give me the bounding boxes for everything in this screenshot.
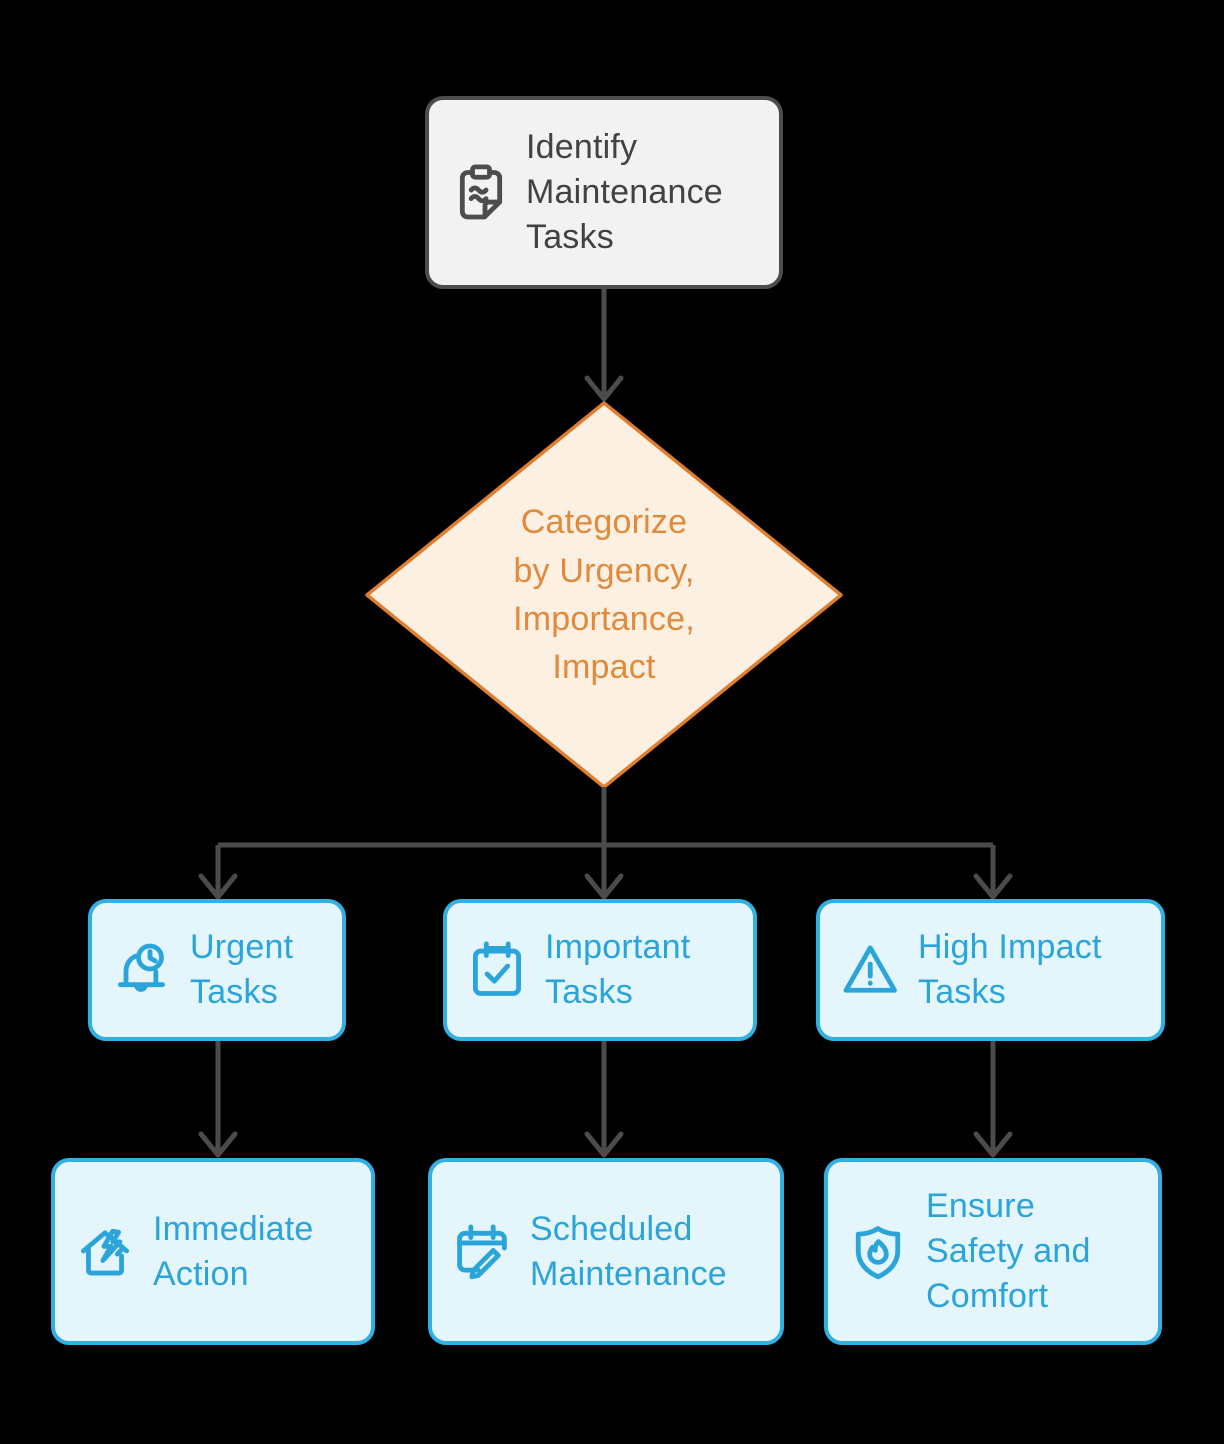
calendar-check-icon (465, 938, 529, 1002)
ensure-safety-comfort-label: Ensure Safety and Comfort (926, 1187, 1091, 1315)
shield-flame-icon (846, 1220, 910, 1284)
warning-triangle-icon (838, 938, 902, 1002)
immediate-action-node: Immediate Action (51, 1158, 375, 1345)
high-impact-tasks-node: High Impact Tasks (816, 899, 1165, 1041)
immediate-action-label: Immediate Action (153, 1209, 314, 1293)
urgent-tasks-node: Urgent Tasks (88, 899, 346, 1041)
arrowhead-important (584, 873, 624, 900)
start-node-label: Identify Maintenance Tasks (526, 128, 723, 256)
important-tasks-node: Important Tasks (443, 899, 757, 1041)
clipboard-icon (449, 161, 513, 225)
important-tasks-label: Important Tasks (545, 928, 691, 1011)
scheduled-maintenance-node: Scheduled Maintenance (428, 1158, 784, 1345)
ensure-safety-comfort-node: Ensure Safety and Comfort (824, 1158, 1162, 1345)
urgent-tasks-label: Urgent Tasks (190, 928, 294, 1011)
calendar-pencil-icon (450, 1220, 514, 1284)
decision-node-label: Categorize by Urgency, Importance, Impac… (513, 503, 695, 687)
arrowhead-safety (973, 1131, 1013, 1158)
scheduled-maintenance-label: Scheduled Maintenance (530, 1209, 727, 1293)
arrowhead-scheduled (584, 1131, 624, 1158)
arrowhead-immediate (198, 1131, 238, 1158)
high-impact-tasks-label: High Impact Tasks (918, 928, 1102, 1011)
arrowhead-decision (584, 375, 624, 402)
arrowhead-urgent (198, 873, 238, 900)
bell-clock-icon (110, 938, 174, 1002)
arrowhead-high-impact (973, 873, 1013, 900)
start-node-identify-maintenance-tasks: Identify Maintenance Tasks (425, 96, 783, 289)
house-lightning-icon (73, 1220, 137, 1284)
